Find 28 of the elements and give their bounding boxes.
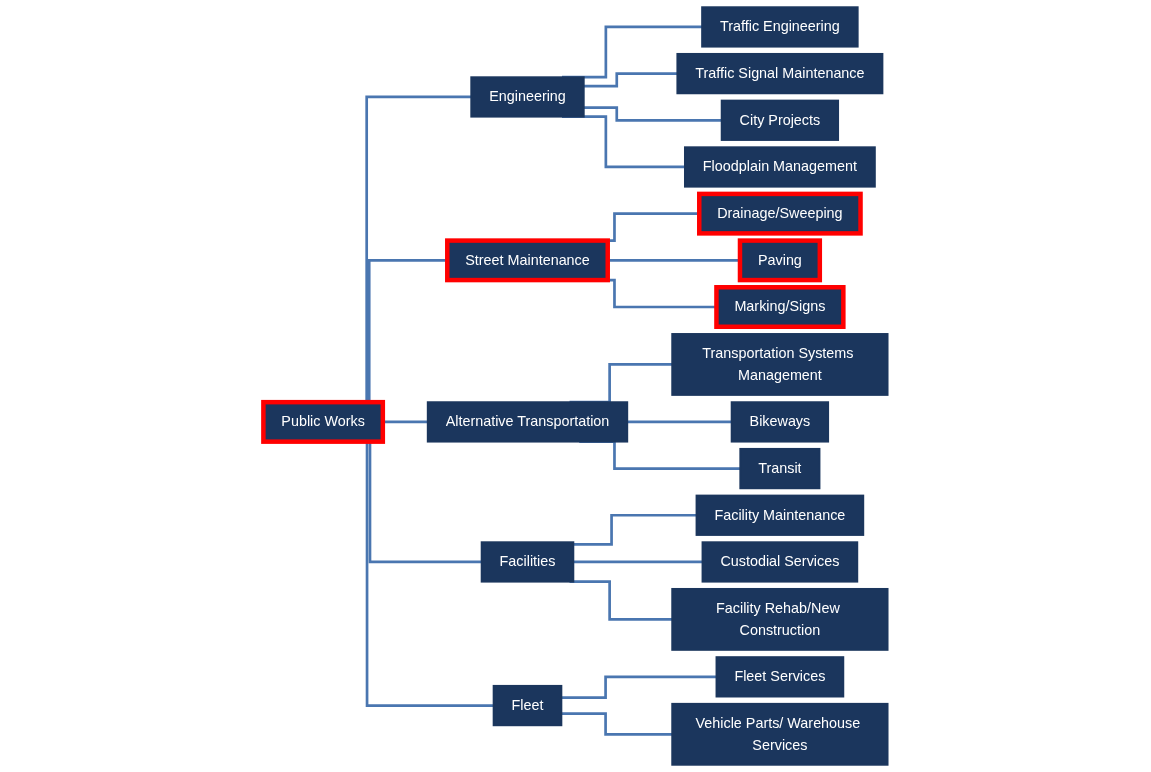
- node-box: Facilities: [480, 541, 575, 583]
- node-box: Floodplain Management: [684, 146, 876, 188]
- node-box: Fleet Services: [715, 656, 845, 698]
- node-box: Street Maintenance: [445, 238, 610, 283]
- node-box: Facility Rehab/New Construction: [671, 587, 889, 651]
- connector: [573, 513, 697, 546]
- node-box: City Projects: [720, 99, 840, 141]
- node-box: Transportation Systems Management: [671, 333, 889, 396]
- node-box: Bikeways: [730, 401, 830, 443]
- node-box: Traffic Engineering: [701, 6, 859, 48]
- connector: [561, 712, 673, 736]
- node-box: Marking/Signs: [714, 285, 846, 329]
- node-box: Engineering: [470, 76, 585, 118]
- node-box: Vehicle Parts/ Warehouse Services: [671, 702, 889, 766]
- node-box: Custodial Services: [701, 541, 859, 583]
- node-box: Public Works: [261, 399, 386, 444]
- node-box: Traffic Signal Maintenance: [676, 52, 884, 95]
- node-box: Paving: [737, 238, 823, 283]
- connector: [627, 420, 732, 424]
- connector: [573, 560, 703, 564]
- node-box: Drainage/Sweeping: [697, 191, 863, 236]
- node-box: Alternative Transportation: [426, 401, 629, 443]
- connector: [583, 72, 678, 88]
- connector: [583, 106, 722, 122]
- node-box: Fleet: [492, 684, 563, 727]
- connector: [561, 675, 717, 699]
- node-box: Facility Maintenance: [695, 494, 865, 536]
- node-box: Transit: [739, 447, 821, 490]
